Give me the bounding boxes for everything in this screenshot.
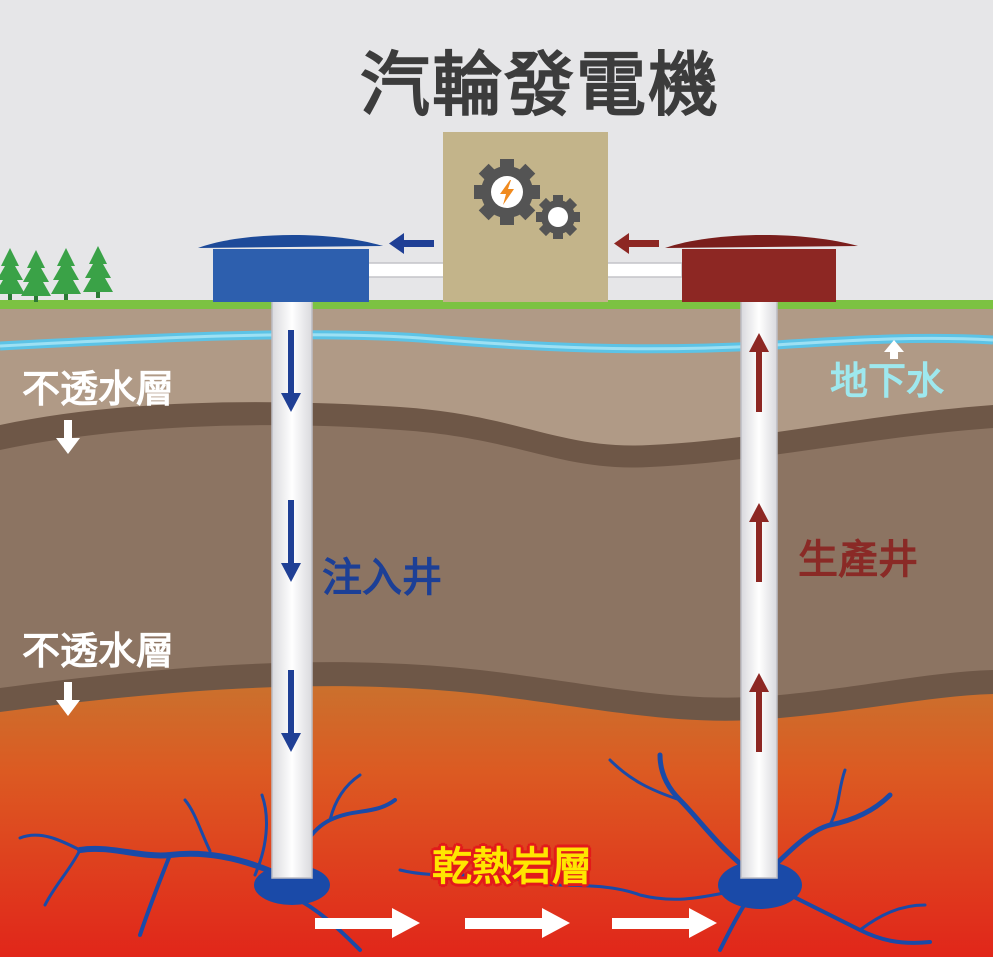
- impermeable-down-arrows: [56, 420, 80, 716]
- cold-water-tank: [198, 234, 383, 302]
- surface-flow-arrows: [389, 233, 659, 254]
- groundwater-label: 地下水: [830, 359, 945, 403]
- gear-icon: [474, 159, 540, 225]
- production-well-label: 生產井: [798, 537, 918, 583]
- injection-well-label: 注入井: [322, 555, 442, 601]
- lightning-icon: [500, 180, 514, 205]
- up-flow-arrows: [749, 333, 769, 752]
- groundwater-stream-highlight: [0, 333, 993, 351]
- surface-pipes: [367, 262, 683, 278]
- impermeable-layer-label-2: 不透水層: [22, 629, 175, 673]
- down-flow-arrows: [281, 330, 301, 752]
- rock-fractures: [18, 752, 932, 952]
- production-pool: [718, 861, 802, 909]
- hot-water-tank: [665, 234, 858, 302]
- small-gear-icon: [536, 195, 580, 239]
- turbine-generator-title: 汽輪發電機: [360, 44, 720, 126]
- impermeable-layer-label-1: 不透水層: [22, 367, 175, 411]
- groundwater-up-arrow: [884, 340, 904, 359]
- flow-arrow-icon: [315, 908, 717, 938]
- grass-strip: [0, 300, 993, 309]
- hot-dry-rock-label: 乾熱岩層: [432, 844, 592, 890]
